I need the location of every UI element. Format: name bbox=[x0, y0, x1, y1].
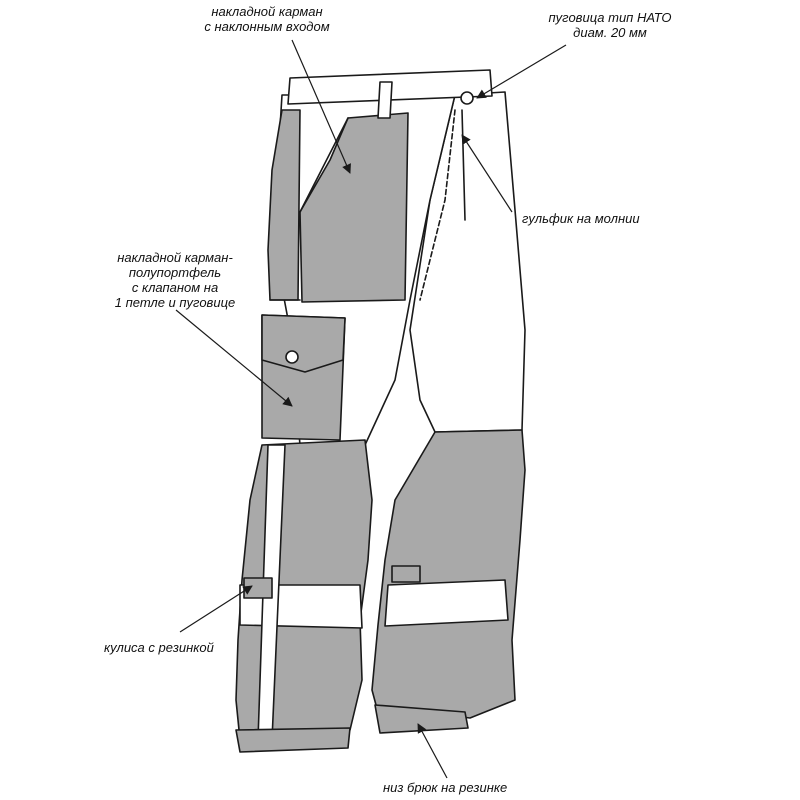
cargo-pocket-button bbox=[285, 350, 299, 364]
belt-loop bbox=[377, 81, 393, 119]
cargo-pocket-flap bbox=[261, 314, 346, 373]
label-drawstring: кулиса с резинкой bbox=[104, 640, 214, 655]
nato-button-arrow bbox=[476, 44, 567, 99]
left-leg-cuff bbox=[235, 727, 351, 753]
label-fly: гульфик на молнии bbox=[522, 211, 640, 226]
label-cargo-pocket: накладной карман- полупортфель с клапано… bbox=[114, 250, 236, 310]
slant-pocket-arrow bbox=[291, 39, 351, 174]
right-leg-cuff bbox=[374, 704, 469, 734]
label-nato-button: пуговица тип НАТО диам. 20 мм bbox=[548, 10, 672, 40]
right-leg-knee-band bbox=[384, 579, 509, 627]
drawstring-arrow bbox=[179, 585, 253, 633]
hip-panel bbox=[267, 109, 301, 301]
waistband-button bbox=[460, 91, 474, 105]
cargo-pocket-arrow bbox=[175, 309, 293, 407]
fly-line bbox=[461, 109, 466, 221]
label-hem: низ брюк на резинке bbox=[383, 780, 508, 795]
fly-arrow bbox=[461, 134, 513, 213]
hem-arrow bbox=[417, 723, 448, 779]
slant-pocket bbox=[299, 112, 409, 303]
right-leg-drawstring bbox=[391, 565, 421, 583]
label-slant-pocket: накладной карман с наклонным входом bbox=[204, 4, 330, 34]
